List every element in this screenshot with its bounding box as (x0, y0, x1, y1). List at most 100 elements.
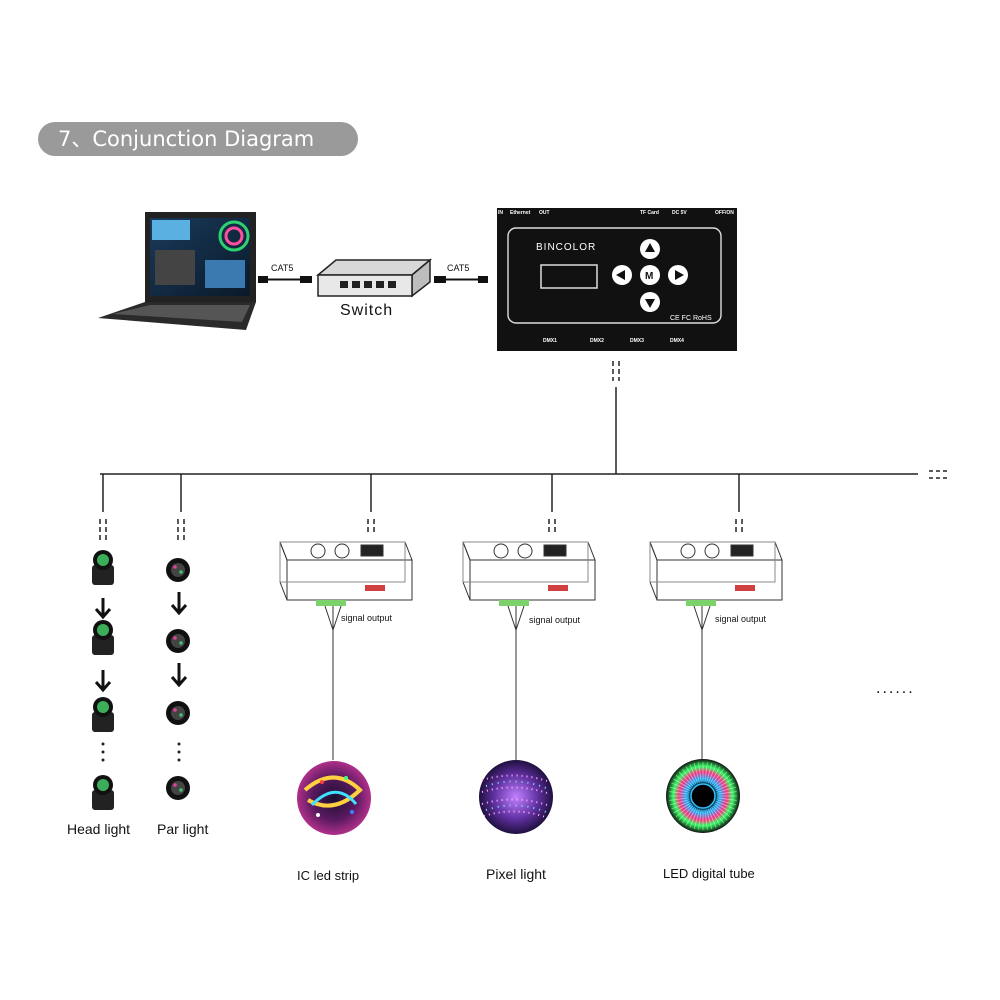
par-light-icon (166, 558, 190, 582)
switch-label: Switch (340, 302, 394, 319)
tube-ray (673, 778, 692, 790)
controller-top-label: OFF/ON (715, 210, 734, 216)
cat5-cable-left (258, 276, 312, 283)
decoder-box (649, 541, 783, 760)
tube-ray (675, 804, 693, 818)
tube-ray (670, 786, 690, 793)
par-light-label: Par light (157, 821, 209, 837)
controller-bottom-label: DMX1 (543, 338, 557, 344)
tube-ray (707, 764, 717, 784)
tube-ray (716, 799, 736, 806)
tube-ray (673, 802, 692, 814)
head-light-icon (92, 550, 114, 585)
head-light-icon (92, 775, 114, 810)
tube-ray (698, 762, 702, 783)
ellipsis-vertical-icon (101, 742, 105, 762)
tube-ray (681, 768, 695, 786)
tube-ray (711, 768, 725, 786)
laptop-icon (98, 212, 256, 330)
signal-output-label: signal output (529, 615, 581, 625)
controller-labels: IN Ethernet OUT TF Card DC 5V OFF/ON DMX… (498, 210, 734, 344)
ic-led-strip-image (297, 761, 371, 835)
tube-ray (678, 805, 694, 821)
tube-ray (709, 766, 721, 785)
controller-bottom-label: DMX3 (630, 338, 644, 344)
head-light-column (92, 550, 114, 810)
tube-ray (709, 807, 721, 826)
tube-ray (693, 809, 700, 829)
tube-ray (715, 800, 735, 810)
pixel-light-image (479, 760, 553, 834)
trunk-line (100, 361, 947, 479)
controller-top-label: TF Card (640, 210, 659, 216)
tube-ray (689, 764, 699, 784)
tube-ray (706, 763, 713, 783)
tube-ray (712, 805, 728, 821)
controller-top-label: OUT (539, 210, 550, 216)
tube-ray (678, 771, 694, 787)
pixel-light-label: Pixel light (486, 866, 546, 882)
tube-ray (669, 797, 690, 801)
arrow-down-icon (170, 592, 188, 616)
tube-ray (669, 791, 690, 795)
controller-button-m: M (645, 271, 653, 282)
tube-ray (670, 799, 690, 806)
tube-ray (713, 804, 731, 818)
arrow-down-icon (94, 598, 112, 620)
tube-ray (698, 809, 702, 830)
arrow-down-icon (94, 670, 112, 693)
controller-top-label: IN (498, 210, 503, 216)
branch-lines (99, 474, 743, 540)
cat5-cable-right (434, 276, 488, 283)
ellipsis-vertical-icon (177, 742, 181, 762)
tube-ray (714, 778, 733, 790)
led-digital-tube-image (666, 759, 740, 833)
tube-ray (713, 774, 731, 788)
par-light-icon (166, 629, 190, 653)
par-light-icon (166, 701, 190, 725)
switch-icon (315, 258, 433, 298)
tube-ray (711, 806, 725, 824)
tube-ray (704, 762, 708, 783)
decoder-box (279, 541, 413, 760)
section-title: 7、Conjunction Diagram (38, 122, 358, 156)
head-light-icon (92, 620, 114, 655)
tube-ray (716, 797, 737, 801)
controller-brand: BINCOLOR (536, 242, 596, 253)
tube-ray (714, 802, 733, 814)
head-light-label: Head light (67, 821, 131, 837)
controller-cert: CE FC RoHS (670, 315, 712, 322)
tube-ray (693, 763, 700, 783)
cat5-label-right: CAT5 (447, 263, 470, 273)
tube-ray (715, 782, 735, 792)
decoder-box (462, 541, 596, 760)
tube-ray (685, 807, 697, 826)
controller-top-label: DC 5V (672, 210, 687, 216)
signal-output-label: signal output (341, 613, 393, 623)
tube-ray (689, 808, 699, 828)
more-devices-ellipsis: ...... (876, 680, 915, 697)
tube-ray (706, 809, 713, 829)
tube-ray (681, 806, 695, 824)
arrow-down-icon (170, 663, 188, 688)
ic-led-strip-label: IC led strip (297, 868, 360, 883)
tube-ray (716, 786, 736, 793)
tube-ray (707, 808, 717, 828)
led-digital-tube-label: LED digital tube (663, 866, 755, 881)
tube-ray (675, 774, 693, 788)
head-light-icon (92, 697, 114, 732)
tube-ray (704, 809, 708, 830)
controller-bottom-label: DMX2 (590, 338, 604, 344)
tube-ray (671, 800, 691, 810)
signal-output-label: signal output (715, 614, 767, 624)
tube-ray (685, 766, 697, 785)
cat5-label-left: CAT5 (271, 263, 294, 273)
tube-ray (716, 791, 737, 795)
par-light-column (166, 558, 190, 800)
par-light-icon (166, 776, 190, 800)
controller-device (497, 208, 737, 351)
tube-ray (712, 771, 728, 787)
controller-top-label: Ethernet (510, 210, 531, 216)
tube-ray (671, 782, 691, 792)
